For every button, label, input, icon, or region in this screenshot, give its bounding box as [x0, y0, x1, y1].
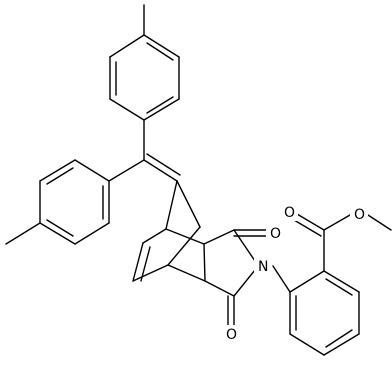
benzoate-ring [289, 213, 392, 356]
right-ring-bond [323, 270, 360, 293]
left-ring-bond [74, 159, 110, 182]
top-ring-bond [109, 34, 145, 58]
top-tolyl-group [109, 4, 180, 121]
ring-bond [167, 226, 201, 266]
ester-carbonyl-double-bond [293, 219, 322, 237]
left-tolyl-group [5, 159, 145, 245]
n-aryl-bond [272, 265, 291, 293]
atom-label-N: N [258, 259, 268, 275]
ring-bond [204, 280, 235, 297]
ring-bond [142, 228, 167, 244]
left-ring-bond [74, 222, 110, 245]
right-ring-bond [323, 333, 360, 356]
label-background [222, 325, 240, 343]
top-ring-bond [143, 98, 180, 121]
atom-label-O: O [354, 207, 365, 223]
ester-oxygen-bond [323, 214, 351, 231]
bridge-bond [165, 180, 178, 230]
right-ring-double-bond [325, 278, 353, 296]
right-ring-bond [289, 333, 325, 356]
ester-carbonyl-bond [296, 213, 325, 231]
left-methyl-bond [5, 222, 41, 245]
left-ring-bond [39, 159, 76, 182]
bridge-bond [176, 180, 201, 228]
imide-bond [233, 269, 256, 297]
label-background [266, 224, 284, 242]
ring-bond [203, 243, 206, 282]
atom-labels: O O N O O [222, 203, 368, 343]
right-ring-bond [289, 270, 325, 293]
ring-bond [203, 229, 235, 245]
left-ring-bond [39, 222, 76, 245]
top-ring-double-bond [146, 96, 174, 114]
atom-label-O: O [226, 327, 237, 343]
right-ring-double-bond [325, 329, 353, 348]
left-ring-double-bond [46, 219, 74, 237]
ring-bond [132, 264, 169, 282]
label-background [280, 203, 298, 221]
label-background [350, 205, 368, 223]
bicyclic-core [132, 180, 268, 327]
aryl-to-alkene-bond [108, 159, 145, 182]
left-ring-double-bond [46, 167, 74, 185]
top-ring-bond [109, 98, 145, 121]
ring-bond [167, 264, 206, 282]
methoxy-bond [367, 214, 392, 231]
ring-bond [165, 228, 205, 245]
imide-bond [233, 229, 256, 262]
exocyclic-double-bond [143, 159, 178, 182]
top-ring-bond [143, 34, 180, 58]
exocyclic-double-bond [146, 153, 181, 176]
top-ring-double-bond [146, 42, 174, 61]
label-background [254, 257, 272, 275]
alkene-bond [132, 242, 144, 282]
atom-label-O: O [270, 226, 281, 242]
alkene-double-bond [140, 246, 151, 282]
atom-label-O: O [284, 205, 295, 221]
